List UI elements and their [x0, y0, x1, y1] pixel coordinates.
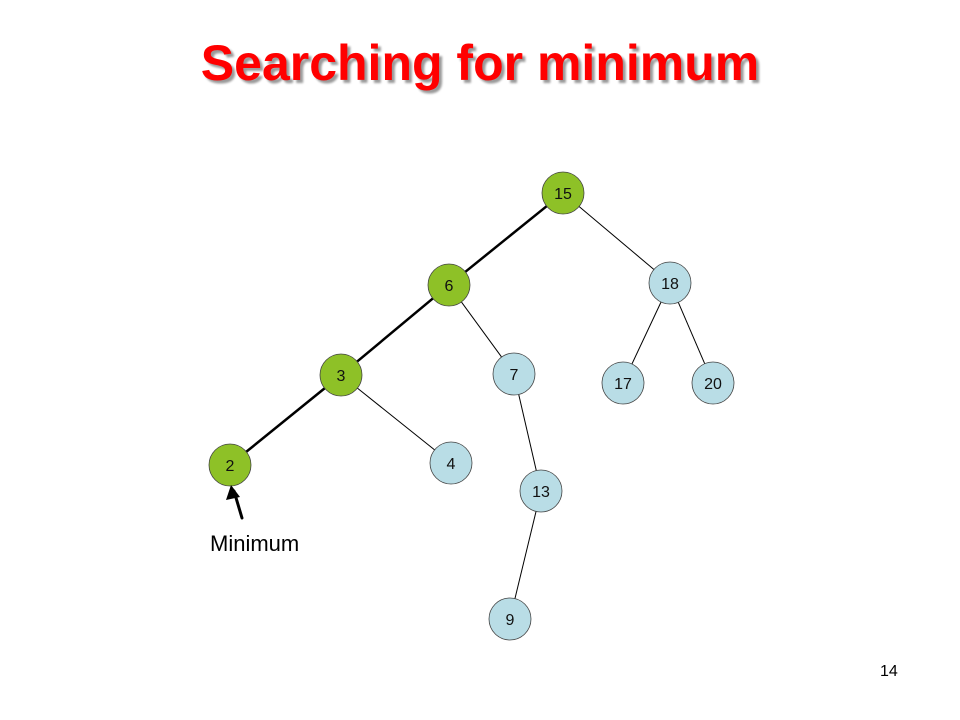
- tree-node-3: 3: [319, 353, 363, 397]
- tree-node-9: 9: [488, 597, 532, 641]
- tree-node-label: 20: [704, 376, 722, 393]
- tree-edge-15-18: [578, 206, 655, 270]
- tree-node-4: 4: [429, 441, 473, 485]
- tree-node-6: 6: [427, 263, 471, 307]
- tree-node-7: 7: [492, 352, 536, 396]
- tree-node-label: 9: [506, 612, 515, 629]
- tree-node-circle: [519, 469, 563, 513]
- tree-node-17: 17: [601, 361, 645, 405]
- tree-node-circle: [488, 597, 532, 641]
- minimum-annotation: Minimum: [210, 531, 299, 556]
- tree-edge-18-20: [677, 302, 706, 364]
- tree-node-18: 18: [648, 261, 692, 305]
- tree-node-label: 17: [614, 376, 632, 393]
- tree-node-circle: [691, 361, 735, 405]
- tree-node-circle: [601, 361, 645, 405]
- tree-node-circle: [429, 441, 473, 485]
- tree-edge-6-3: [356, 297, 434, 363]
- tree-node-label: 13: [532, 484, 550, 501]
- tree-node-label: 4: [447, 456, 456, 473]
- tree-node-13: 13: [519, 469, 563, 513]
- tree-edge-3-4: [357, 387, 435, 451]
- tree-node-label: 3: [337, 368, 346, 385]
- tree-edge-7-13: [518, 394, 537, 471]
- tree-node-circle: [492, 352, 536, 396]
- tree-node-2: 2: [208, 443, 252, 487]
- page-number: 14: [880, 663, 898, 680]
- tree-node-label: 7: [510, 367, 519, 384]
- tree-edge-18-17: [631, 301, 662, 365]
- tree-node-20: 20: [691, 361, 735, 405]
- tree-edge-15-6: [464, 205, 548, 273]
- tree-edge-13-9: [514, 511, 537, 599]
- tree-node-label: 6: [445, 278, 454, 295]
- tree-nodes: 15 6 18 3 7 17 20 2 4 13 9: [208, 171, 735, 641]
- tree-node-circle: [648, 261, 692, 305]
- tree-edge-6-7: [460, 301, 503, 358]
- tree-node-label: 18: [661, 276, 679, 293]
- tree-edge-3-2: [245, 387, 326, 453]
- tree-node-15: 15: [541, 171, 585, 215]
- minimum-pointer-arrowhead: [226, 485, 240, 500]
- tree-node-label: 15: [554, 186, 572, 203]
- tree-node-circle: [427, 263, 471, 307]
- tree-node-circle: [208, 443, 252, 487]
- tree-node-circle: [319, 353, 363, 397]
- tree-node-label: 2: [226, 458, 235, 475]
- tree-edges: [245, 205, 706, 599]
- tree-node-circle: [541, 171, 585, 215]
- slide-title: Searching for minimum: [200, 35, 760, 91]
